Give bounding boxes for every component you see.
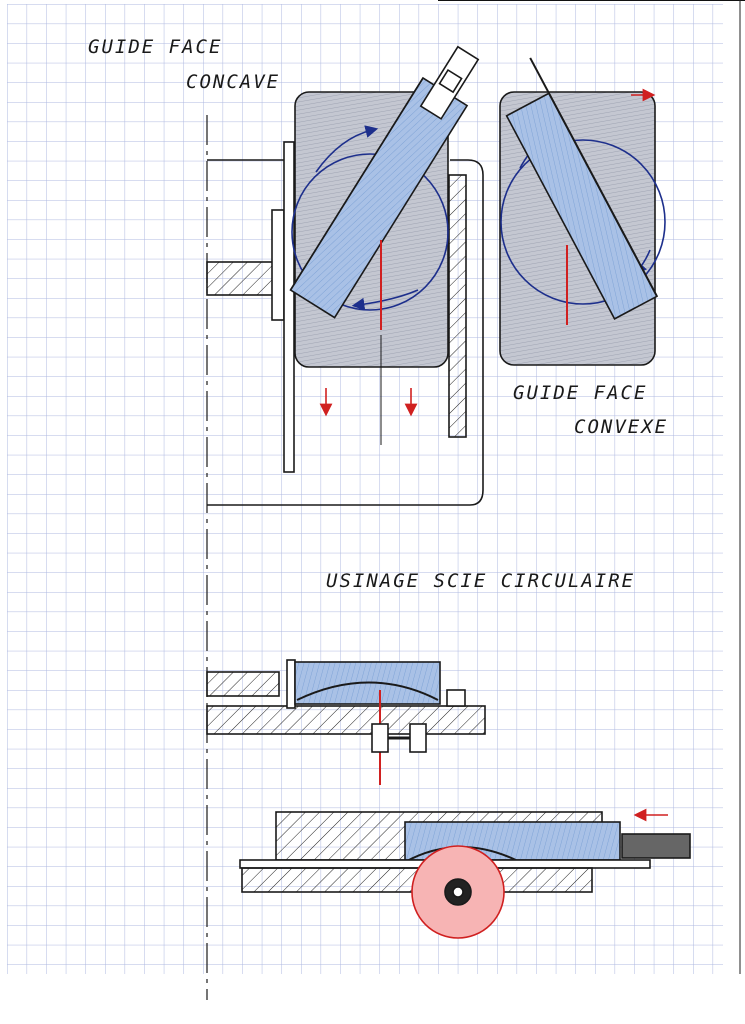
saw-side-view — [206, 659, 486, 785]
concave-guide-view — [206, 45, 484, 1000]
label-usinage-scie-circulaire: USINAGE SCIE CIRCULAIRE — [326, 570, 636, 592]
rotation-circle-convexe — [500, 139, 666, 305]
convexe-guide-view — [499, 57, 666, 366]
scan-edge-right — [723, 0, 745, 1024]
guide-rail-left — [283, 141, 295, 473]
table-top — [206, 705, 486, 735]
push-stick — [621, 833, 691, 859]
label-guide-face-convexe-line2: CONVEXE — [574, 416, 669, 438]
label-guide-face-concave-line1: GUIDE FACE — [88, 36, 223, 58]
motor-shaft — [206, 261, 278, 296]
scan-edge-bottom — [0, 974, 745, 1024]
label-guide-face-convexe-line1: GUIDE FACE — [513, 382, 648, 404]
guide-rail-right — [448, 174, 467, 438]
label-guide-face-concave-line2: CONCAVE — [186, 71, 281, 93]
saw-blade-detail — [239, 808, 691, 939]
arbor — [371, 723, 389, 753]
rotation-circle — [291, 153, 449, 311]
